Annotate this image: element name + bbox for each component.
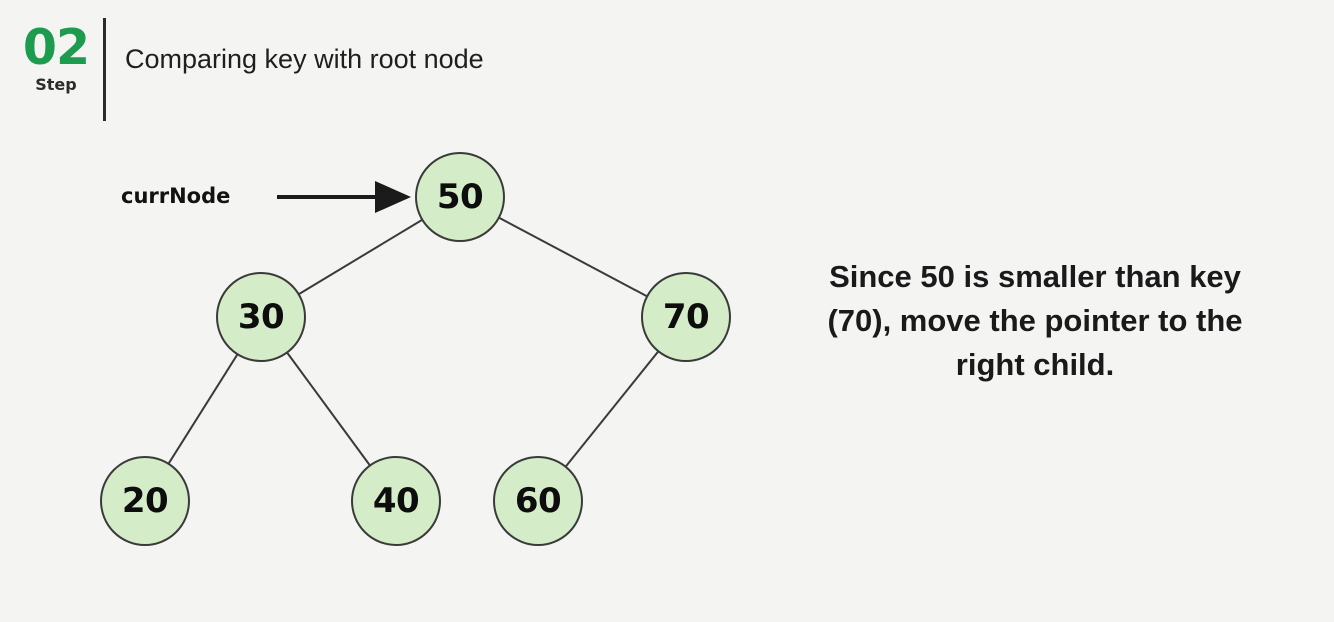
tree-node-40[interactable]: 40 [351, 456, 441, 546]
tree-edge [498, 216, 648, 298]
explanation-text: Since 50 is smaller than key (70), move … [827, 259, 1243, 382]
header-divider [103, 18, 106, 121]
tree-edge [564, 350, 660, 468]
tree-node-value: 30 [237, 297, 285, 337]
tree-node-value: 40 [372, 481, 420, 521]
tree-node-70[interactable]: 70 [641, 272, 731, 362]
tree-edges [167, 216, 660, 468]
tree-node-30[interactable]: 30 [216, 272, 306, 362]
step-number: 02 [22, 19, 90, 76]
tree-node-value: 70 [662, 297, 710, 337]
tree-edge [167, 353, 239, 465]
tree-node-value: 60 [514, 481, 562, 521]
page-title: Comparing key with root node [125, 44, 484, 74]
tree-node-50[interactable]: 50 [415, 152, 505, 242]
tree-edge [298, 218, 423, 296]
header: 02 Step Comparing key with root node [0, 0, 1334, 130]
curr-node-pointer-label: currNode [121, 184, 231, 208]
tree-node-20[interactable]: 20 [100, 456, 190, 546]
step-badge: 02 Step [18, 22, 94, 95]
tree-edge [286, 351, 371, 467]
step-word-label: Step [35, 75, 77, 94]
tree-node-value: 20 [121, 481, 169, 521]
tree-node-value: 50 [436, 177, 484, 217]
tree-node-60[interactable]: 60 [493, 456, 583, 546]
